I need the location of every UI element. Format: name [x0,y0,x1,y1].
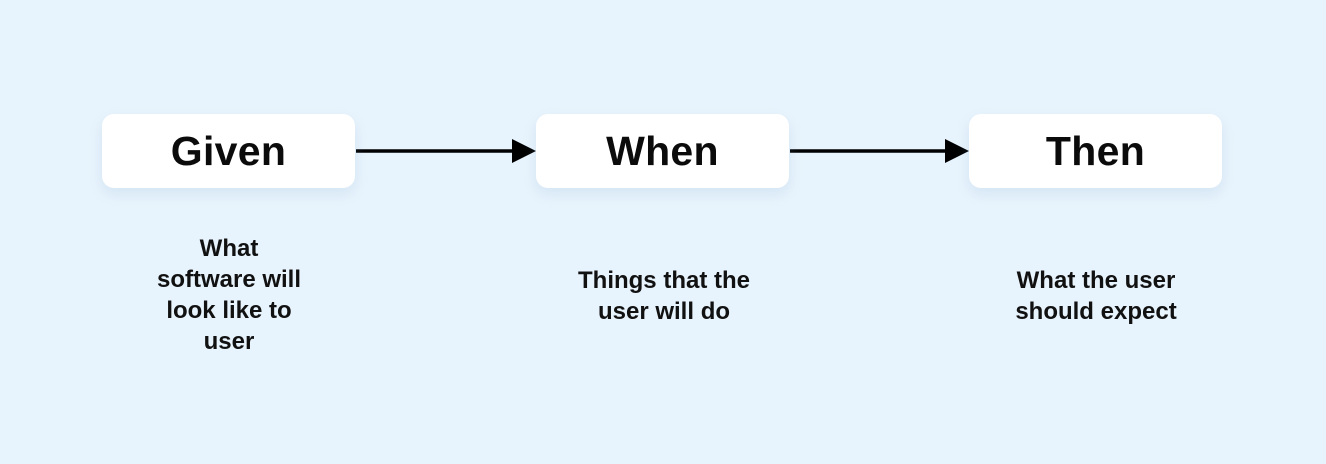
description-line: should expect [1015,298,1177,325]
description-line: user [203,328,255,355]
step-label-when: When [606,127,719,174]
description-line: software will [156,266,302,293]
description-line: user will do [597,298,731,325]
step-label-then: Then [1045,127,1146,174]
description-line: Things that the [578,267,750,294]
step-box-given: Given [102,114,355,188]
step-description-when: Things that the user will do [553,265,775,327]
arrow-given-to-when [356,139,536,163]
description-line: What [199,235,259,262]
description-line: look like to [166,297,292,324]
step-box-then: Then [969,114,1222,188]
arrow-when-to-then [790,139,969,163]
step-label-given: Given [170,127,287,174]
step-description-given: What software will look like to user [118,233,340,357]
description-line: What the user [1016,267,1176,294]
step-box-when: When [536,114,789,188]
step-description-then: What the user should expect [985,265,1207,327]
